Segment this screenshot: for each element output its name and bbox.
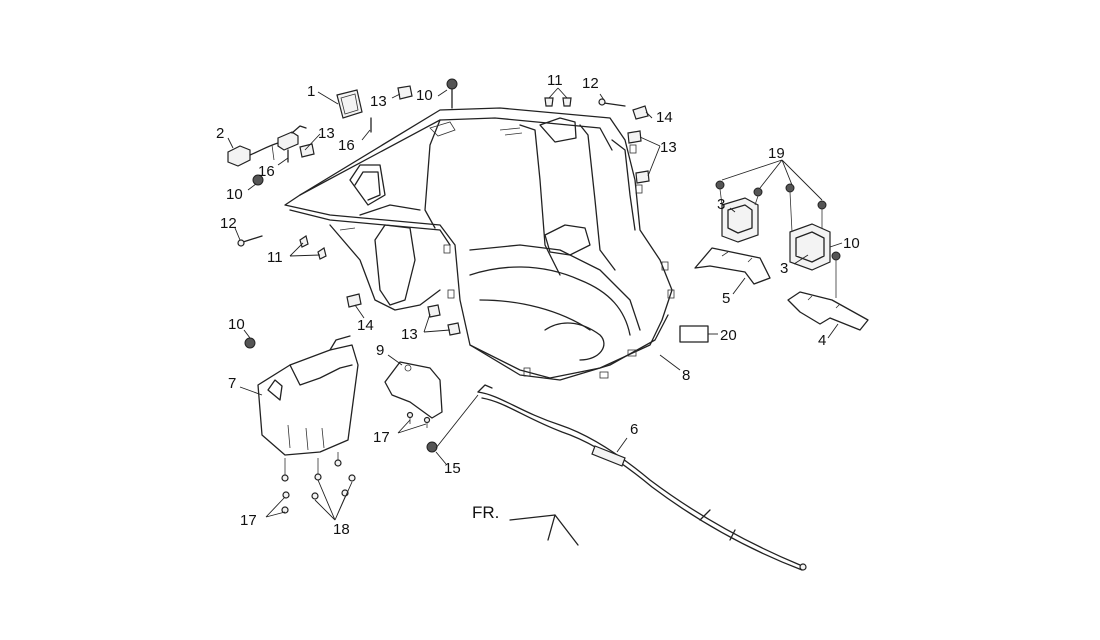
clip-14-top bbox=[632, 105, 649, 120]
callout-7: 7 bbox=[228, 375, 236, 392]
callout-9: 9 bbox=[376, 342, 384, 359]
callout-10a: 10 bbox=[416, 87, 433, 104]
front-direction-indicator: FR. bbox=[472, 503, 579, 546]
callout-13b: 13 bbox=[318, 125, 335, 142]
callout-14b: 14 bbox=[357, 317, 374, 334]
leader-lines bbox=[227, 87, 843, 521]
bin-edge-clips bbox=[443, 144, 675, 379]
nut-10-right bbox=[831, 251, 841, 298]
callout-19: 19 bbox=[768, 145, 785, 162]
screws-17-18-bottom bbox=[281, 452, 356, 514]
clip-13-bottom bbox=[427, 304, 461, 336]
bracket-9 bbox=[384, 361, 443, 419]
release-cable-6 bbox=[477, 384, 807, 571]
callout-13c: 13 bbox=[660, 139, 677, 156]
heat-shield-7 bbox=[257, 335, 359, 456]
screws-17-mid bbox=[406, 411, 431, 428]
callout-2: 2 bbox=[216, 125, 224, 142]
clip-13-top bbox=[397, 85, 413, 100]
bracket-4 bbox=[787, 291, 869, 331]
nut-10-lower bbox=[244, 337, 256, 349]
callout-10c: 10 bbox=[228, 316, 245, 333]
callout-12a: 12 bbox=[582, 75, 599, 92]
callout-14a: 14 bbox=[656, 109, 673, 126]
fr-label: FR. bbox=[472, 503, 499, 522]
callout-13a: 13 bbox=[370, 93, 387, 110]
bracket-5 bbox=[694, 247, 771, 285]
callout-3b: 3 bbox=[780, 260, 788, 277]
callout-10b: 10 bbox=[226, 186, 243, 203]
clip-14-bottom bbox=[346, 293, 362, 308]
callout-17b: 17 bbox=[240, 512, 257, 529]
nut-10-top bbox=[446, 78, 458, 109]
part-1-cap bbox=[336, 89, 363, 119]
callout-17a: 17 bbox=[373, 429, 390, 446]
storage-bin bbox=[284, 107, 675, 381]
callout-6: 6 bbox=[630, 421, 638, 438]
callout-1: 1 bbox=[307, 83, 315, 100]
callout-13d: 13 bbox=[401, 326, 418, 343]
callout-4: 4 bbox=[818, 332, 826, 349]
callout-16a: 16 bbox=[338, 137, 355, 154]
callout-18: 18 bbox=[333, 521, 350, 538]
callout-20: 20 bbox=[720, 327, 737, 344]
callout-10d: 10 bbox=[843, 235, 860, 252]
part-2-switch-harness bbox=[227, 125, 307, 167]
nut-15 bbox=[426, 441, 438, 453]
latch-actuator-3-right bbox=[785, 183, 831, 271]
screw-11-top bbox=[544, 97, 572, 107]
nut-10-left bbox=[252, 174, 264, 186]
clip-13-right bbox=[627, 130, 650, 184]
callout-15: 15 bbox=[444, 460, 461, 477]
pin-16 bbox=[287, 117, 372, 163]
screw-12-left bbox=[237, 235, 263, 247]
callout-8: 8 bbox=[682, 367, 690, 384]
callout-11b: 11 bbox=[267, 249, 283, 266]
clip-13-left bbox=[299, 143, 315, 158]
screw-12-top bbox=[598, 98, 626, 107]
callout-3a: 3 bbox=[717, 196, 725, 213]
part-20-box bbox=[679, 325, 709, 343]
callout-12b: 12 bbox=[220, 215, 237, 232]
callout-11a: 11 bbox=[547, 72, 563, 89]
callout-labels: 1 2 3 3 4 5 6 7 8 9 10 10 10 10 11 11 12… bbox=[216, 72, 860, 538]
callout-5: 5 bbox=[722, 290, 730, 307]
callout-16b: 16 bbox=[258, 163, 275, 180]
